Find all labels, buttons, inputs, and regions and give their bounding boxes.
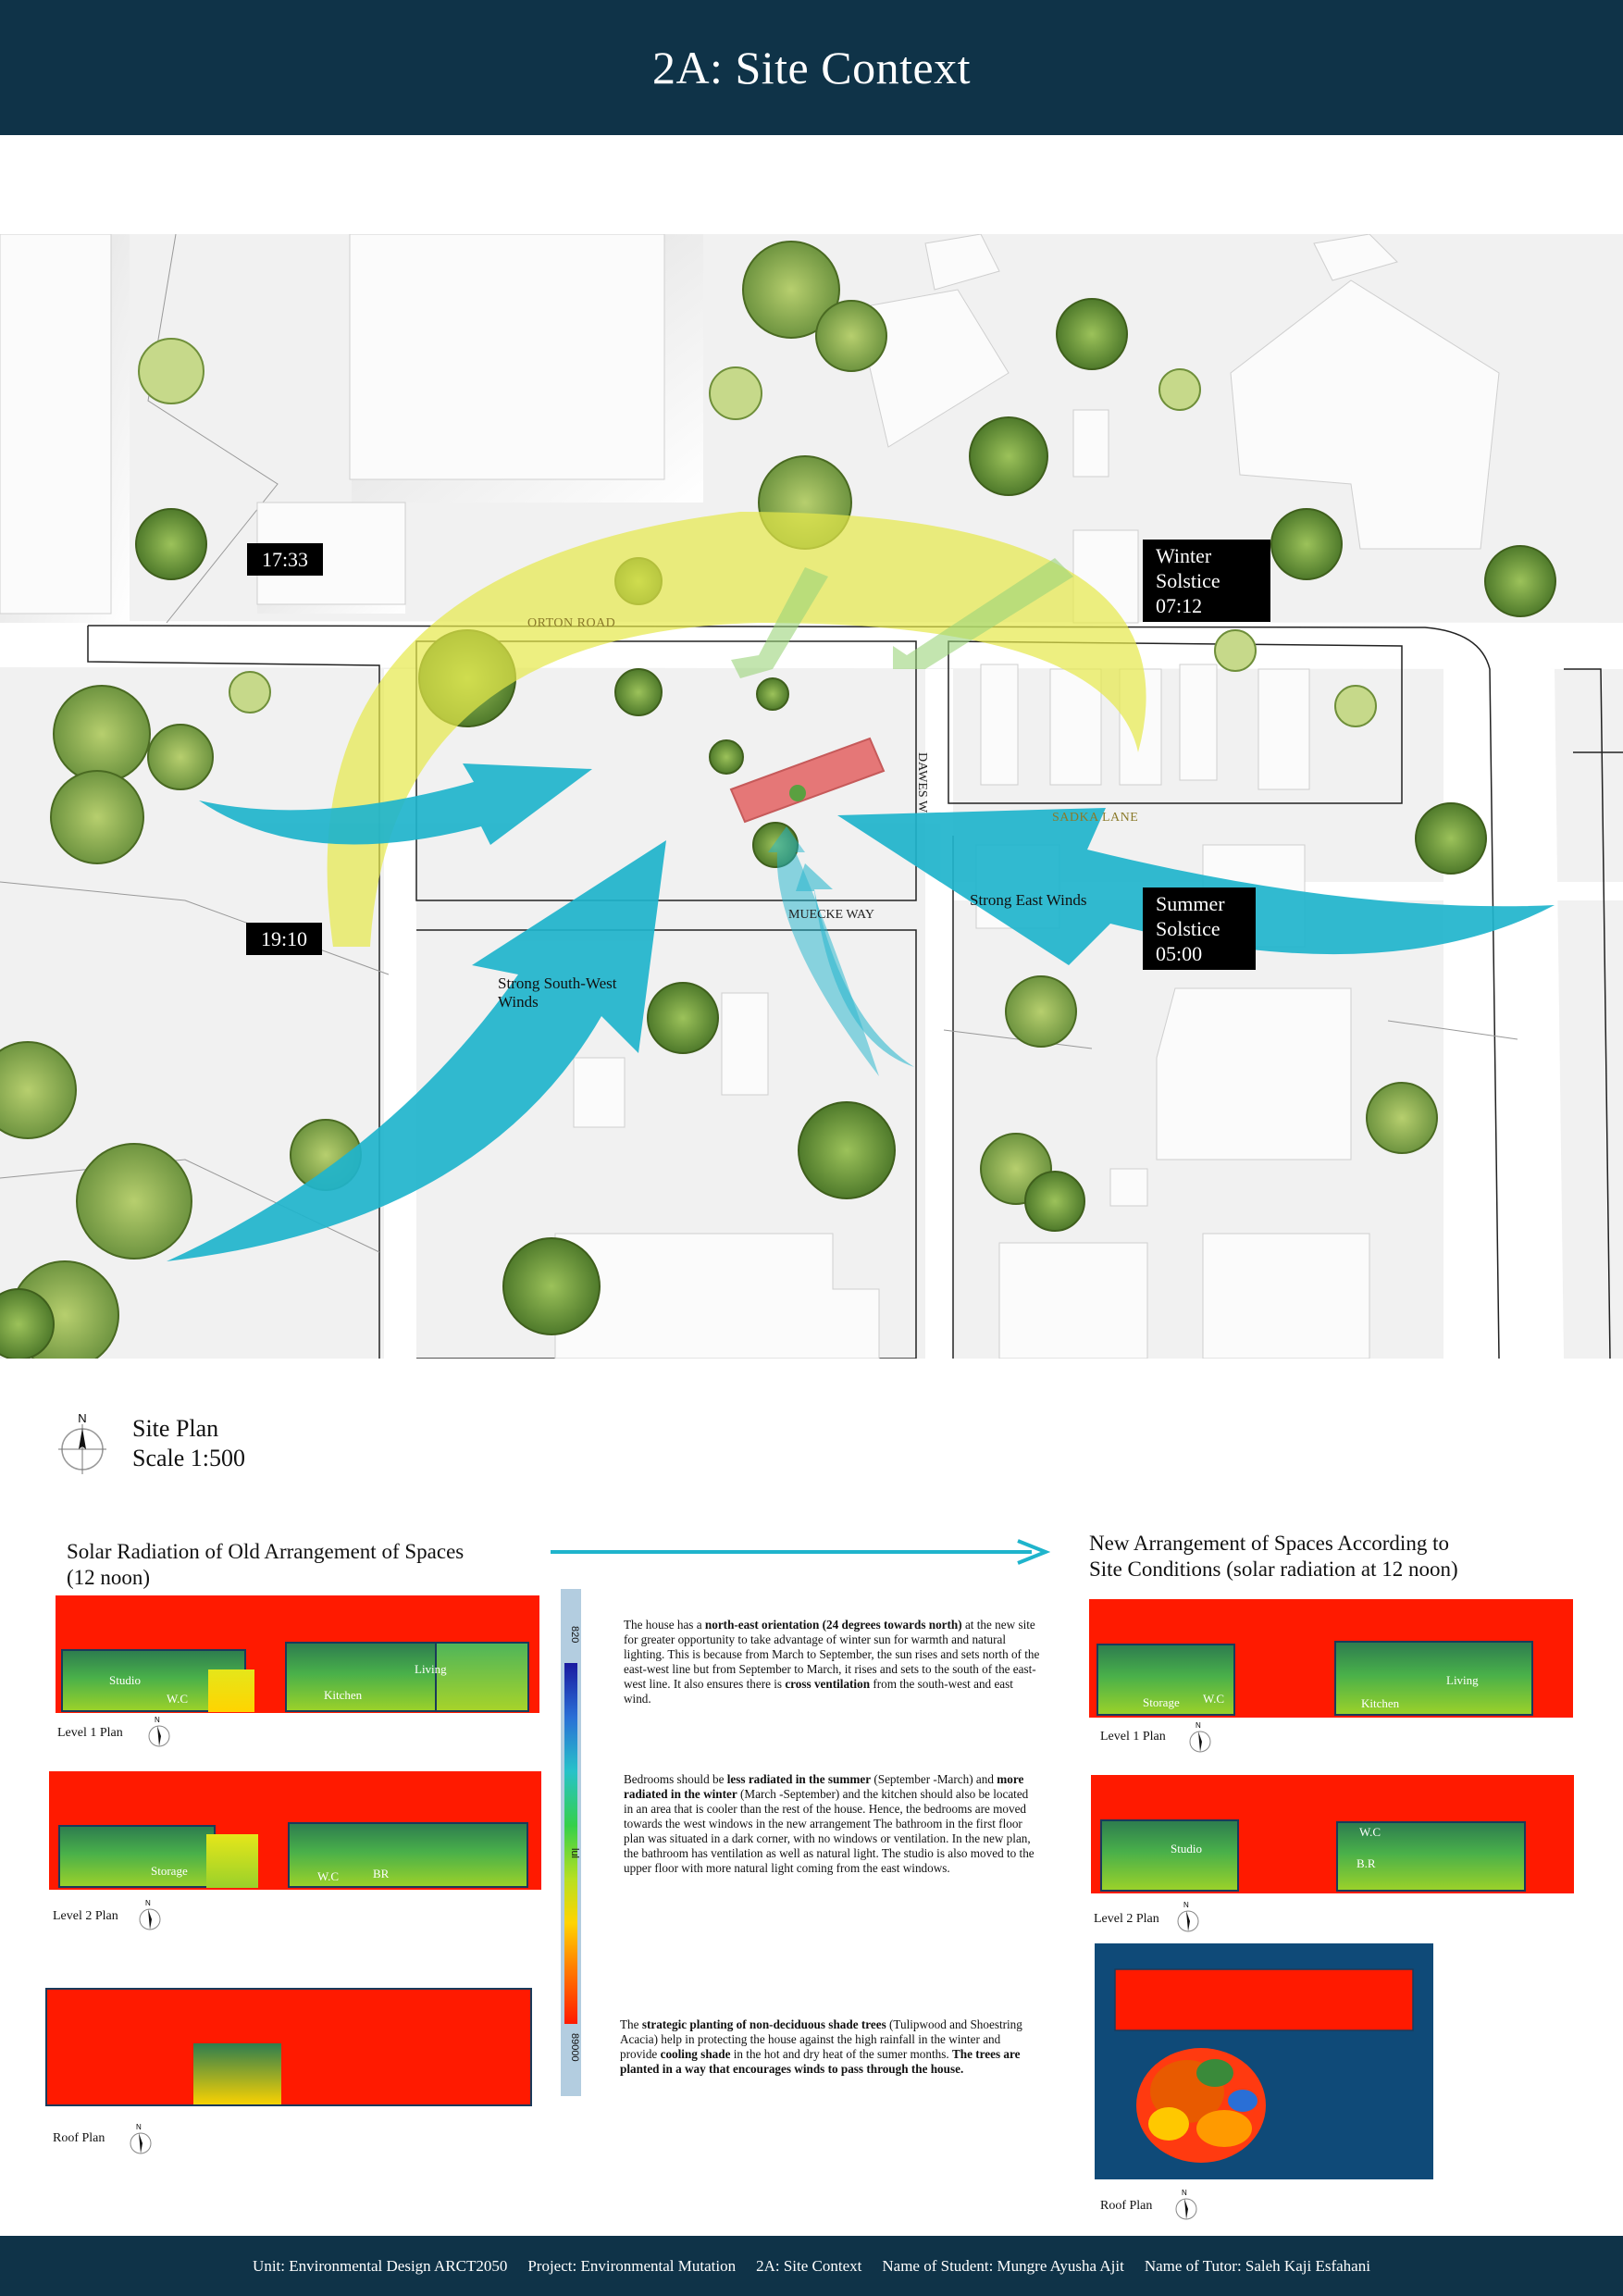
radiation-scale-bar: 820 lul 89000 bbox=[561, 1589, 581, 2096]
room-label-studio: Studio bbox=[1171, 1842, 1202, 1855]
page-title: 2A: Site Context bbox=[651, 42, 972, 93]
room-label-kitchen: Kitchen bbox=[1361, 1696, 1400, 1710]
site-plan-title: Site Plan bbox=[132, 1415, 219, 1442]
room-label-wc: W.C bbox=[1203, 1692, 1224, 1706]
new-level2-radiation: Studio W.C B.R bbox=[1091, 1775, 1574, 1893]
footer-section: 2A: Site Context bbox=[756, 2256, 862, 2275]
room-label-storage: Storage bbox=[151, 1864, 188, 1878]
north-arrow-icon: N bbox=[139, 1899, 161, 1930]
svg-text:N: N bbox=[1196, 1721, 1201, 1730]
old-level1-radiation: Studio W.C Kitchen Living bbox=[56, 1595, 539, 1713]
new-roof-label: Roof Plan bbox=[1100, 2199, 1153, 2213]
svg-text:N: N bbox=[155, 1716, 160, 1724]
dawes-way-label: DAWES W bbox=[915, 752, 929, 813]
north-label: N bbox=[78, 1411, 86, 1425]
scale-mid-value: lul bbox=[569, 1848, 580, 1859]
old-roof-label: Roof Plan bbox=[53, 2131, 105, 2145]
new-arrangement-title: New Arrangement of Spaces According to S… bbox=[1089, 1532, 1458, 1581]
footer-project: Project: Environmental Mutation bbox=[527, 2256, 737, 2275]
page-header: 2A: Site Context bbox=[0, 0, 1623, 135]
sadka-lane-label: SADKA LANE bbox=[1052, 811, 1139, 825]
scale-bottom-value: 89000 bbox=[569, 2033, 580, 2062]
new-level2-label: Level 2 Plan bbox=[1094, 1912, 1159, 1926]
room-label-studio: Studio bbox=[109, 1673, 141, 1687]
orientation-paragraph: The house has a north-east orientation (… bbox=[624, 1618, 1040, 1706]
old-level2-radiation: Storage W.C BR bbox=[49, 1771, 541, 1890]
page-footer: Unit: Environmental Design ARCT2050 Proj… bbox=[0, 2236, 1623, 2296]
svg-text:N: N bbox=[1183, 1901, 1189, 1909]
old-roof-radiation bbox=[45, 1988, 532, 2106]
time-tag-1910: 19:10 bbox=[246, 923, 322, 955]
north-arrow-icon: N bbox=[1189, 1721, 1211, 1753]
arrow-right-icon bbox=[551, 1539, 1050, 1565]
footer-unit: Unit: Environmental Design ARCT2050 bbox=[253, 2256, 508, 2275]
room-label-living: Living bbox=[1446, 1673, 1479, 1687]
room-label-wc: W.C bbox=[167, 1692, 188, 1706]
south-west-wind-label: Strong South-West Winds bbox=[498, 974, 617, 1011]
site-plan-map: 17:33 19:10 Winter Solstice 07:12 Summer… bbox=[0, 234, 1623, 1359]
new-level1-label: Level 1 Plan bbox=[1100, 1730, 1166, 1744]
summer-solstice-tag: Summer Solstice 05:00 bbox=[1143, 887, 1256, 970]
site-plan-drawing bbox=[0, 234, 1623, 1359]
old-level1-label: Level 1 Plan bbox=[57, 1726, 123, 1740]
site-plan-scale: Scale 1:500 bbox=[132, 1445, 246, 1471]
room-label-br: B.R bbox=[1357, 1856, 1376, 1870]
room-label-wc: W.C bbox=[1359, 1825, 1381, 1839]
north-arrow-icon: N bbox=[58, 1411, 106, 1474]
time-tag-1733: 17:33 bbox=[247, 543, 323, 576]
north-arrow-icon: N bbox=[1175, 2189, 1197, 2220]
room-label-wc: W.C bbox=[317, 1869, 339, 1883]
room-label-br: BR bbox=[373, 1867, 390, 1880]
svg-text:N: N bbox=[145, 1899, 151, 1907]
orton-road-label: ORTON ROAD bbox=[527, 616, 616, 630]
new-roof-radiation bbox=[1095, 1943, 1433, 2179]
svg-text:N: N bbox=[1182, 2189, 1187, 2197]
bedroom-paragraph: Bedrooms should be less radiated in the … bbox=[624, 1772, 1035, 1875]
scale-top-value: 820 bbox=[569, 1626, 580, 1644]
old-level2-label: Level 2 Plan bbox=[53, 1909, 118, 1923]
svg-text:N: N bbox=[136, 2123, 142, 2131]
north-arrow-icon: N bbox=[1177, 1901, 1199, 1932]
north-arrow-icon: N bbox=[148, 1716, 170, 1747]
winter-solstice-tag: Winter Solstice 07:12 bbox=[1143, 540, 1270, 622]
footer-student: Name of Student: Mungre Ayusha Ajit bbox=[882, 2256, 1124, 2275]
room-label-storage: Storage bbox=[1143, 1695, 1180, 1709]
room-label-kitchen: Kitchen bbox=[324, 1688, 363, 1702]
muecke-way-label: MUECKE WAY bbox=[788, 908, 874, 922]
room-label-living: Living bbox=[415, 1662, 447, 1676]
site-plan-caption: Site Plan Scale 1:500 bbox=[132, 1414, 245, 1473]
trees-paragraph: The strategic planting of non-deciduous … bbox=[620, 2017, 1022, 2076]
east-wind-label: Strong East Winds bbox=[970, 891, 1087, 909]
footer-tutor: Name of Tutor: Saleh Kaji Esfahani bbox=[1144, 2256, 1370, 2275]
new-level1-radiation: Storage W.C Kitchen Living bbox=[1089, 1599, 1573, 1718]
old-arrangement-title: Solar Radiation of Old Arrangement of Sp… bbox=[67, 1540, 465, 1589]
north-arrow-icon: N bbox=[130, 2123, 152, 2154]
